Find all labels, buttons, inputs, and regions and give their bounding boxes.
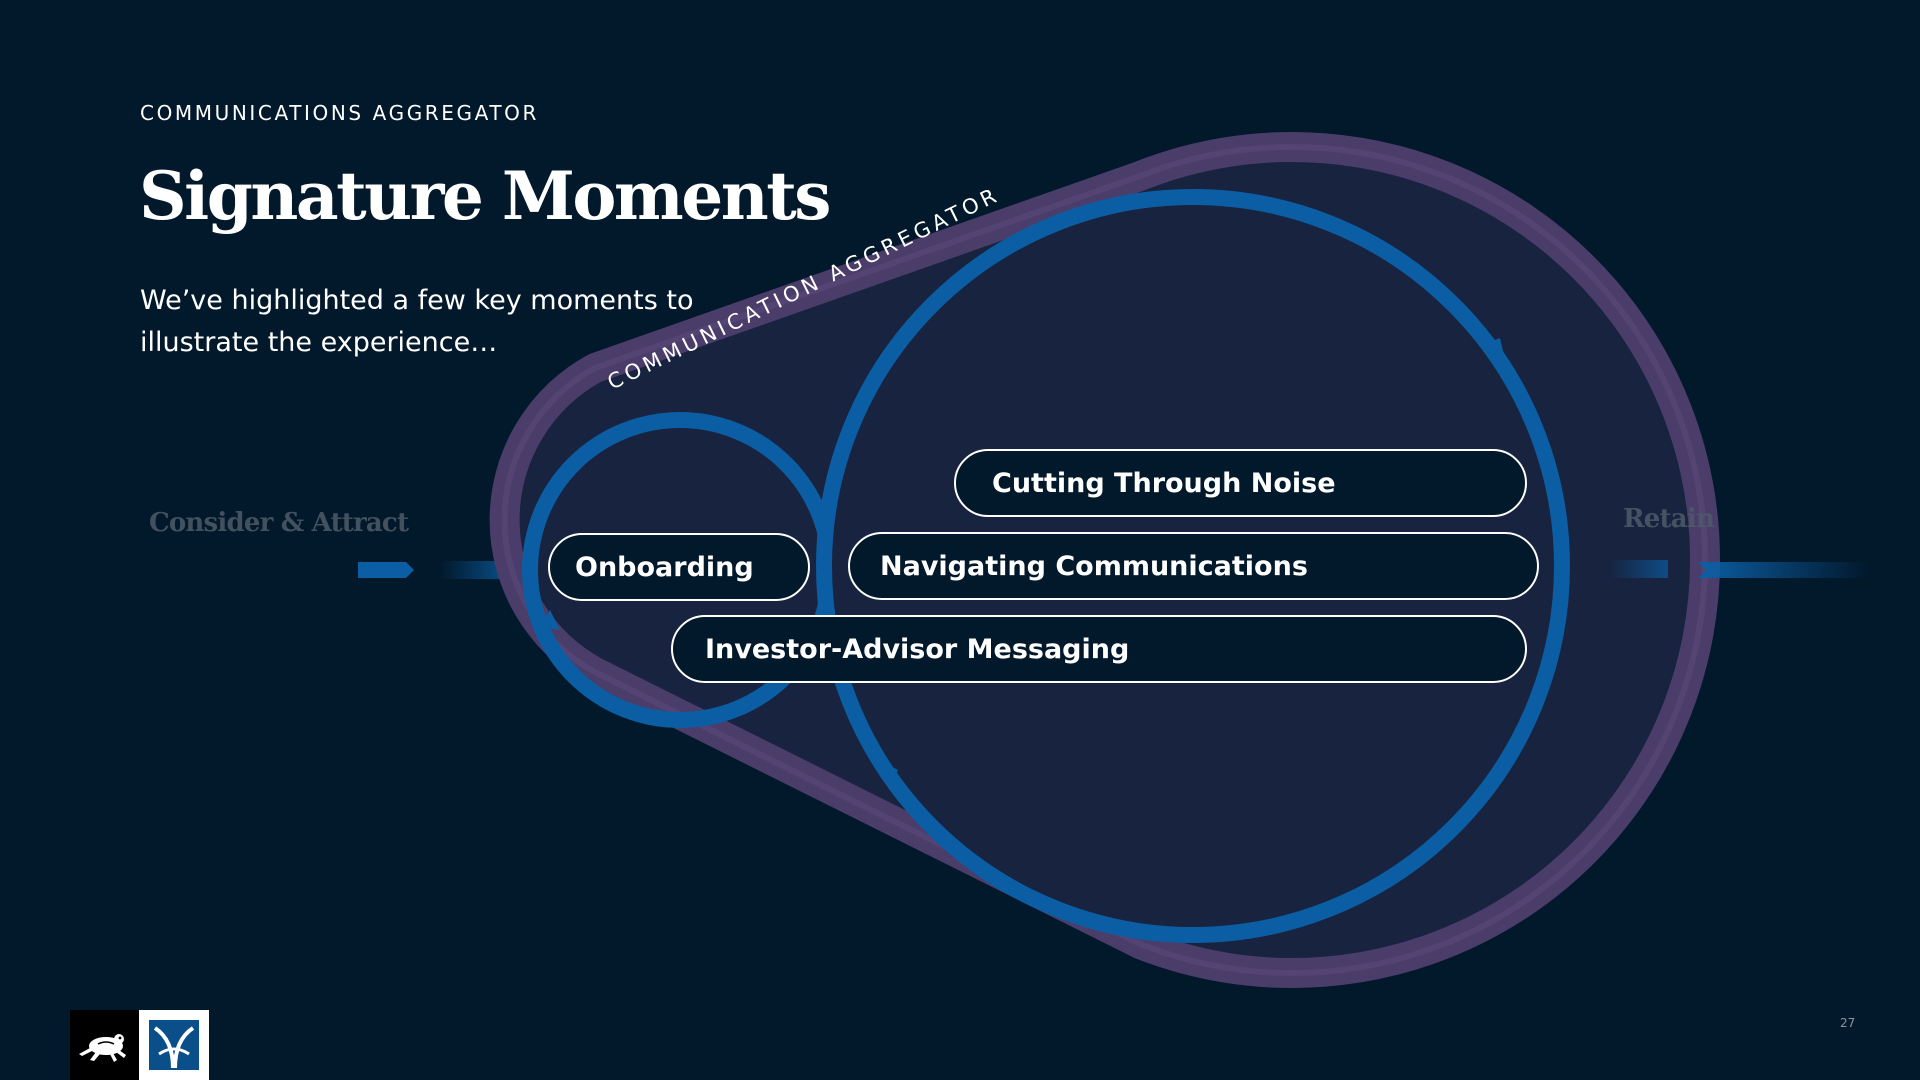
moment-label: Onboarding [575, 551, 754, 583]
crest-logo [139, 1010, 209, 1080]
page-subtitle: We’ve highlighted a few key moments to i… [140, 285, 694, 358]
moment-label: Investor-Advisor Messaging [705, 633, 1130, 665]
flow-arrow-right [1608, 560, 1870, 578]
frog-icon [79, 1034, 126, 1062]
moment-navigating-communications[interactable]: Navigating Communications [848, 532, 1539, 600]
moment-investor-advisor-messaging[interactable]: Investor-Advisor Messaging [671, 615, 1527, 683]
moment-onboarding[interactable]: Onboarding [548, 533, 810, 601]
moment-cutting-through-noise[interactable]: Cutting Through Noise [954, 449, 1527, 517]
page-title: Signature Moments [139, 157, 831, 235]
flow-arrow-left [358, 561, 500, 579]
page-number: 27 [1840, 1016, 1856, 1030]
frog-logo [70, 1010, 139, 1080]
moment-label: Cutting Through Noise [992, 467, 1336, 499]
stage-retain: Retain [1623, 504, 1715, 534]
section-eyebrow: COMMUNICATIONS AGGREGATOR [140, 101, 540, 125]
stage-consider-attract: Consider & Attract [149, 508, 409, 538]
moment-label: Navigating Communications [880, 550, 1308, 582]
crest-icon [149, 1020, 199, 1070]
